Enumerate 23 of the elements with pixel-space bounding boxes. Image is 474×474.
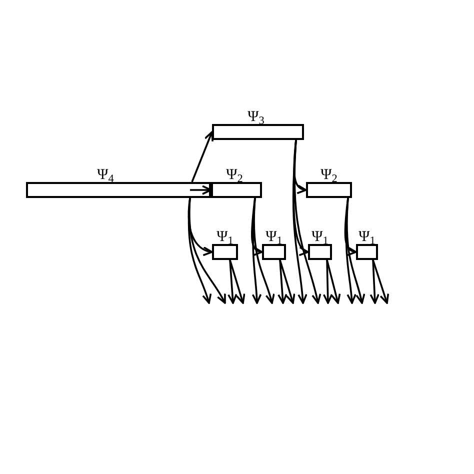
arrow bbox=[279, 260, 296, 304]
block-label: Ψ$_{3}$ bbox=[248, 109, 264, 125]
block-label: Ψ$_{2}$ bbox=[226, 167, 243, 183]
arrow bbox=[191, 131, 214, 182]
block-label: Ψ$_{1}$ bbox=[312, 229, 328, 245]
arrow bbox=[372, 260, 390, 304]
arrow bbox=[188, 198, 213, 256]
arrow bbox=[346, 198, 365, 304]
arrow bbox=[370, 260, 380, 304]
arrow bbox=[190, 185, 212, 195]
arrow bbox=[294, 140, 321, 304]
arrow bbox=[188, 198, 226, 304]
arrow bbox=[229, 260, 246, 304]
arrow bbox=[278, 260, 288, 304]
arrow bbox=[228, 260, 238, 304]
arrow bbox=[326, 260, 341, 304]
block-label: Ψ$_{1}$ bbox=[358, 229, 376, 245]
arrow bbox=[322, 260, 333, 304]
block-label: Ψ$_{1}$ bbox=[266, 229, 282, 245]
block-label: Ψ$_{2}$ bbox=[320, 167, 338, 183]
block-label: Ψ$_{1}$ bbox=[216, 229, 234, 245]
block-label: Ψ$_{4}$ bbox=[97, 167, 114, 183]
arrow bbox=[253, 198, 275, 304]
